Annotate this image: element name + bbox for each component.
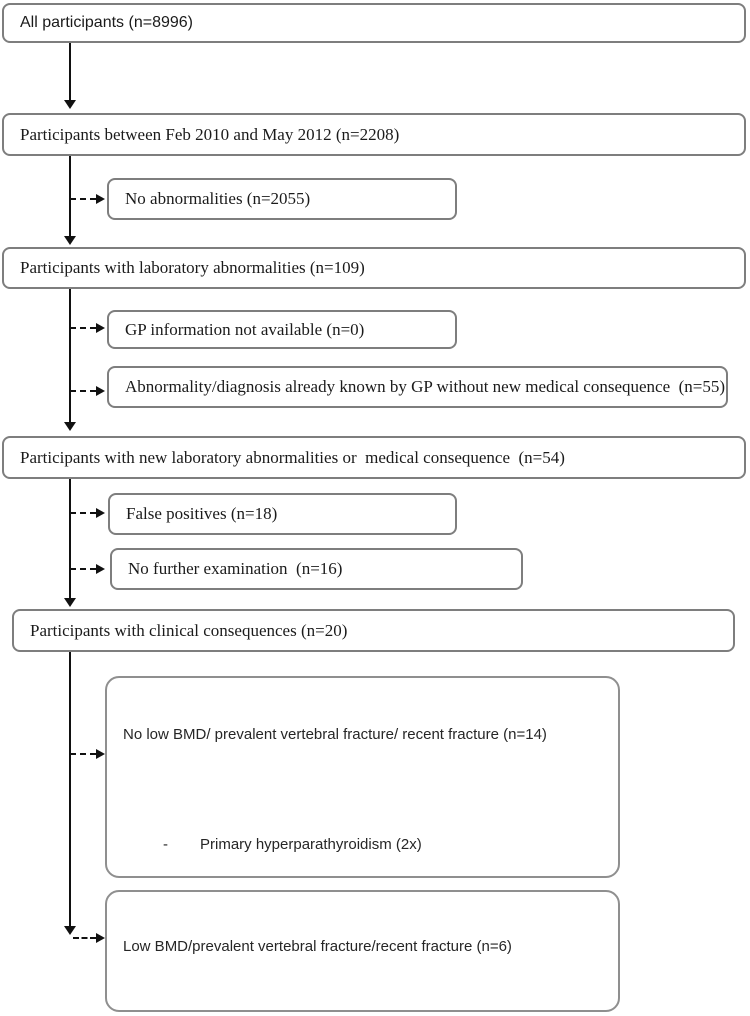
box-no-abnormalities-label: No abnormalities (n=2055) — [125, 189, 311, 209]
box-no-low-bmd-title: No low BMD/ prevalent vertebral fracture… — [123, 726, 547, 743]
arrowhead-down-icon — [64, 598, 76, 607]
box-new-lab-abnormalities: Participants with new laboratory abnorma… — [2, 436, 746, 479]
box-lab-abnormalities: Participants with laboratory abnormaliti… — [2, 247, 746, 289]
box-gp-unavailable-label: GP information not available (n=0) — [125, 319, 365, 339]
arrow-line-4 — [69, 479, 71, 598]
arrowhead-right-icon — [96, 323, 105, 333]
box-false-positives-label: False positives (n=18) — [126, 504, 278, 524]
arrowhead-down-icon — [64, 236, 76, 245]
dashed-arrow-known-by-gp — [70, 390, 96, 392]
dashed-arrow-no-abnormalities — [70, 198, 96, 200]
arrowhead-right-icon — [96, 386, 105, 396]
dashed-arrow-false-positives — [70, 512, 96, 514]
arrowhead-right-icon — [96, 749, 105, 759]
box-no-further-exam: No further examination (n=16) — [110, 548, 523, 590]
list-item-label: Primary hyperparathyroidism (2x) — [200, 836, 422, 853]
box-false-positives: False positives (n=18) — [108, 493, 457, 535]
box-low-bmd: Low BMD/prevalent vertebral fracture/rec… — [105, 890, 620, 1012]
dashed-arrow-no-low-bmd — [70, 753, 96, 755]
dash-bullet: - — [163, 836, 168, 853]
arrow-line-3 — [69, 289, 71, 422]
arrowhead-right-icon — [96, 933, 105, 943]
box-period: Participants between Feb 2010 and May 20… — [2, 113, 746, 156]
box-known-by-gp-label: Abnormality/diagnosis already known by G… — [125, 377, 726, 397]
box-all-participants: All participants (n=8996) — [2, 3, 746, 43]
box-lab-abnormalities-label: Participants with laboratory abnormaliti… — [20, 258, 365, 278]
dashed-arrow-no-further-exam — [70, 568, 96, 570]
arrowhead-right-icon — [96, 564, 105, 574]
box-clinical-consequences-label: Participants with clinical consequences … — [30, 620, 348, 640]
box-no-low-bmd: No low BMD/ prevalent vertebral fracture… — [105, 676, 620, 878]
arrowhead-down-icon — [64, 422, 76, 431]
box-known-by-gp: Abnormality/diagnosis already known by G… — [107, 366, 728, 408]
arrowhead-down-icon — [64, 100, 76, 109]
box-no-low-bmd-items: -Primary hyperparathyroidism (2x) -Monoc… — [107, 799, 618, 876]
dashed-arrow-gp-unavailable — [70, 327, 96, 329]
box-no-abnormalities: No abnormalities (n=2055) — [107, 178, 457, 220]
list-item: - Primary hyperparathyroidism (2x) — [107, 833, 618, 857]
box-gp-unavailable: GP information not available (n=0) — [107, 310, 457, 349]
arrow-line-1 — [69, 43, 71, 101]
box-low-bmd-title: Low BMD/prevalent vertebral fracture/rec… — [123, 938, 512, 955]
box-low-bmd-items: -Primary hyperparathyroidism (1x) -Sever… — [107, 1007, 618, 1010]
arrow-line-2 — [69, 156, 71, 236]
box-new-lab-abnormalities-label: Participants with new laboratory abnorma… — [20, 447, 565, 467]
dashed-arrow-low-bmd — [73, 937, 96, 939]
box-period-label: Participants between Feb 2010 and May 20… — [20, 124, 400, 144]
arrowhead-right-icon — [96, 194, 105, 204]
box-clinical-consequences: Participants with clinical consequences … — [12, 609, 735, 652]
box-no-further-exam-label: No further examination (n=16) — [128, 559, 343, 579]
box-all-participants-label: All participants (n=8996) — [20, 13, 193, 31]
arrow-line-5 — [69, 652, 71, 926]
arrowhead-down-icon — [64, 926, 76, 935]
arrowhead-right-icon — [96, 508, 105, 518]
